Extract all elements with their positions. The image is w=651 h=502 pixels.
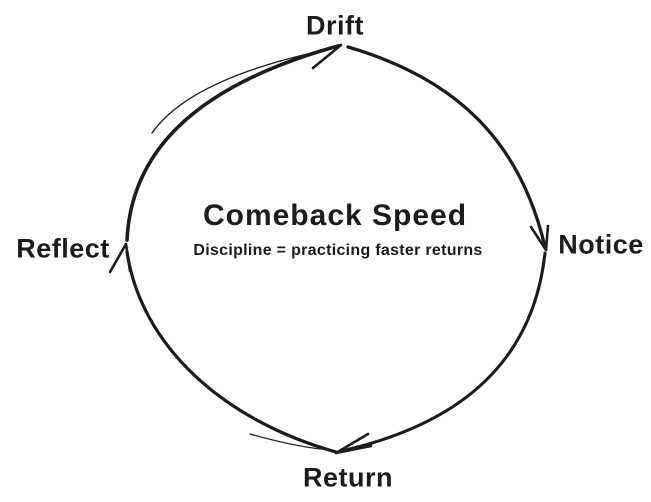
node-label-notice: Notice	[558, 229, 644, 260]
arrow-return-to-reflect	[108, 242, 338, 454]
diagram-title: Comeback Speed	[202, 199, 468, 232]
arrowhead-drift	[302, 43, 343, 70]
arrow-reflect-to-drift	[125, 43, 343, 242]
node-label-reflect: Reflect	[16, 233, 110, 264]
node-label-drift: Drift	[306, 10, 364, 41]
diagram-subtitle: Discipline = practicing faster returns	[193, 242, 483, 259]
arrowhead-return	[334, 432, 373, 455]
arrow-notice-to-return	[334, 251, 547, 455]
arrowhead-reflect	[108, 242, 132, 274]
arrowhead-notice	[529, 224, 550, 252]
arrow-drift-to-notice	[346, 45, 550, 252]
node-label-return: Return	[303, 462, 393, 493]
